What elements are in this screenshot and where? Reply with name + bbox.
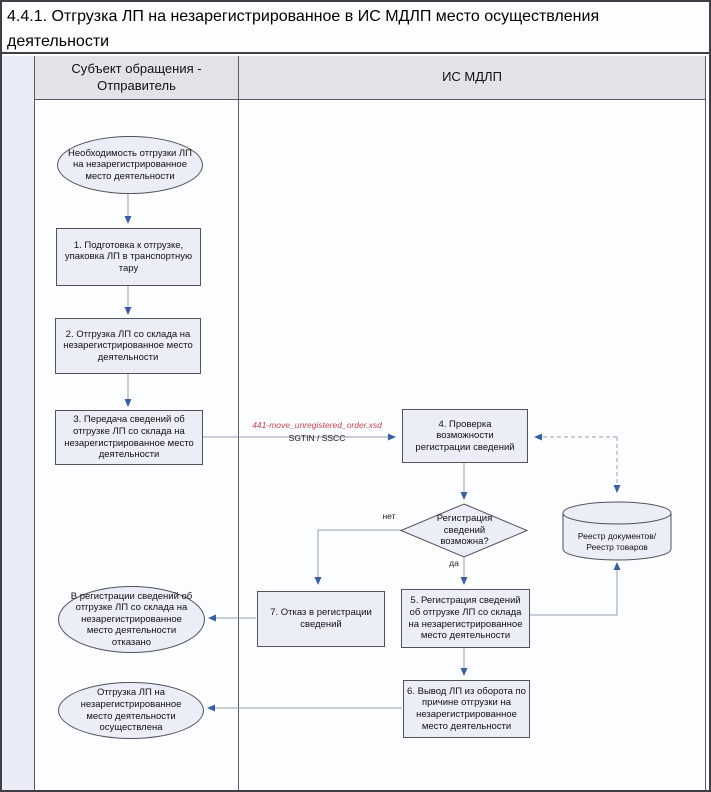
step4-box: 4. Проверка возможности регистрации свед… (402, 409, 528, 463)
lane-right-border (705, 56, 706, 790)
registry-label: Реестр документов/Реестр товаров (577, 530, 657, 552)
registry-cylinder-top (562, 501, 672, 525)
lane-divider (238, 56, 239, 790)
start-event: Необходимость отгрузки ЛП на незарегистр… (57, 136, 203, 194)
lane-header-sender: Субъект обращения - Отправитель (35, 56, 238, 100)
step2-box: 2. Отгрузка ЛП со склада на незарегистри… (55, 318, 201, 374)
step6-box: 6. Вывод ЛП из оборота по причине отгруз… (403, 680, 530, 738)
flow-decision-no-to-step7 (314, 529, 401, 585)
decision-label: Регистрация сведений возможна? (436, 513, 493, 548)
end-rejected-event: В регистрации сведений об отгрузке ЛП со… (58, 586, 205, 653)
edge-label-identifiers: SGTIN / SSCC (288, 433, 346, 443)
step1-box: 1. Подготовка к отгрузке, упаковка ЛП в … (56, 228, 201, 286)
edge-label-no: нет (382, 511, 396, 521)
end-done-event: Отгрузка ЛП на незарегистрированное мест… (58, 682, 204, 739)
edge-label-yes: да (449, 558, 459, 568)
step5-box: 5. Регистрация сведений об отгрузке ЛП с… (401, 589, 530, 648)
edge-label-xsd-file: 441-move_unregistered_order.xsd (252, 420, 382, 430)
flow-step5-to-registry (530, 562, 621, 616)
lane-header-mdlp: ИС МДЛП (238, 56, 706, 100)
step3-box: 3. Передача сведений об отгрузке ЛП со с… (55, 410, 203, 465)
page-title: 4.4.1. Отгрузка ЛП на незарегистрированн… (2, 2, 709, 54)
decision-diamond-shape (399, 503, 529, 558)
step7-box: 7. Отказ в регистрации сведений (257, 591, 385, 647)
registry-cylinder-body (562, 513, 672, 561)
pool-label-band (2, 56, 35, 790)
